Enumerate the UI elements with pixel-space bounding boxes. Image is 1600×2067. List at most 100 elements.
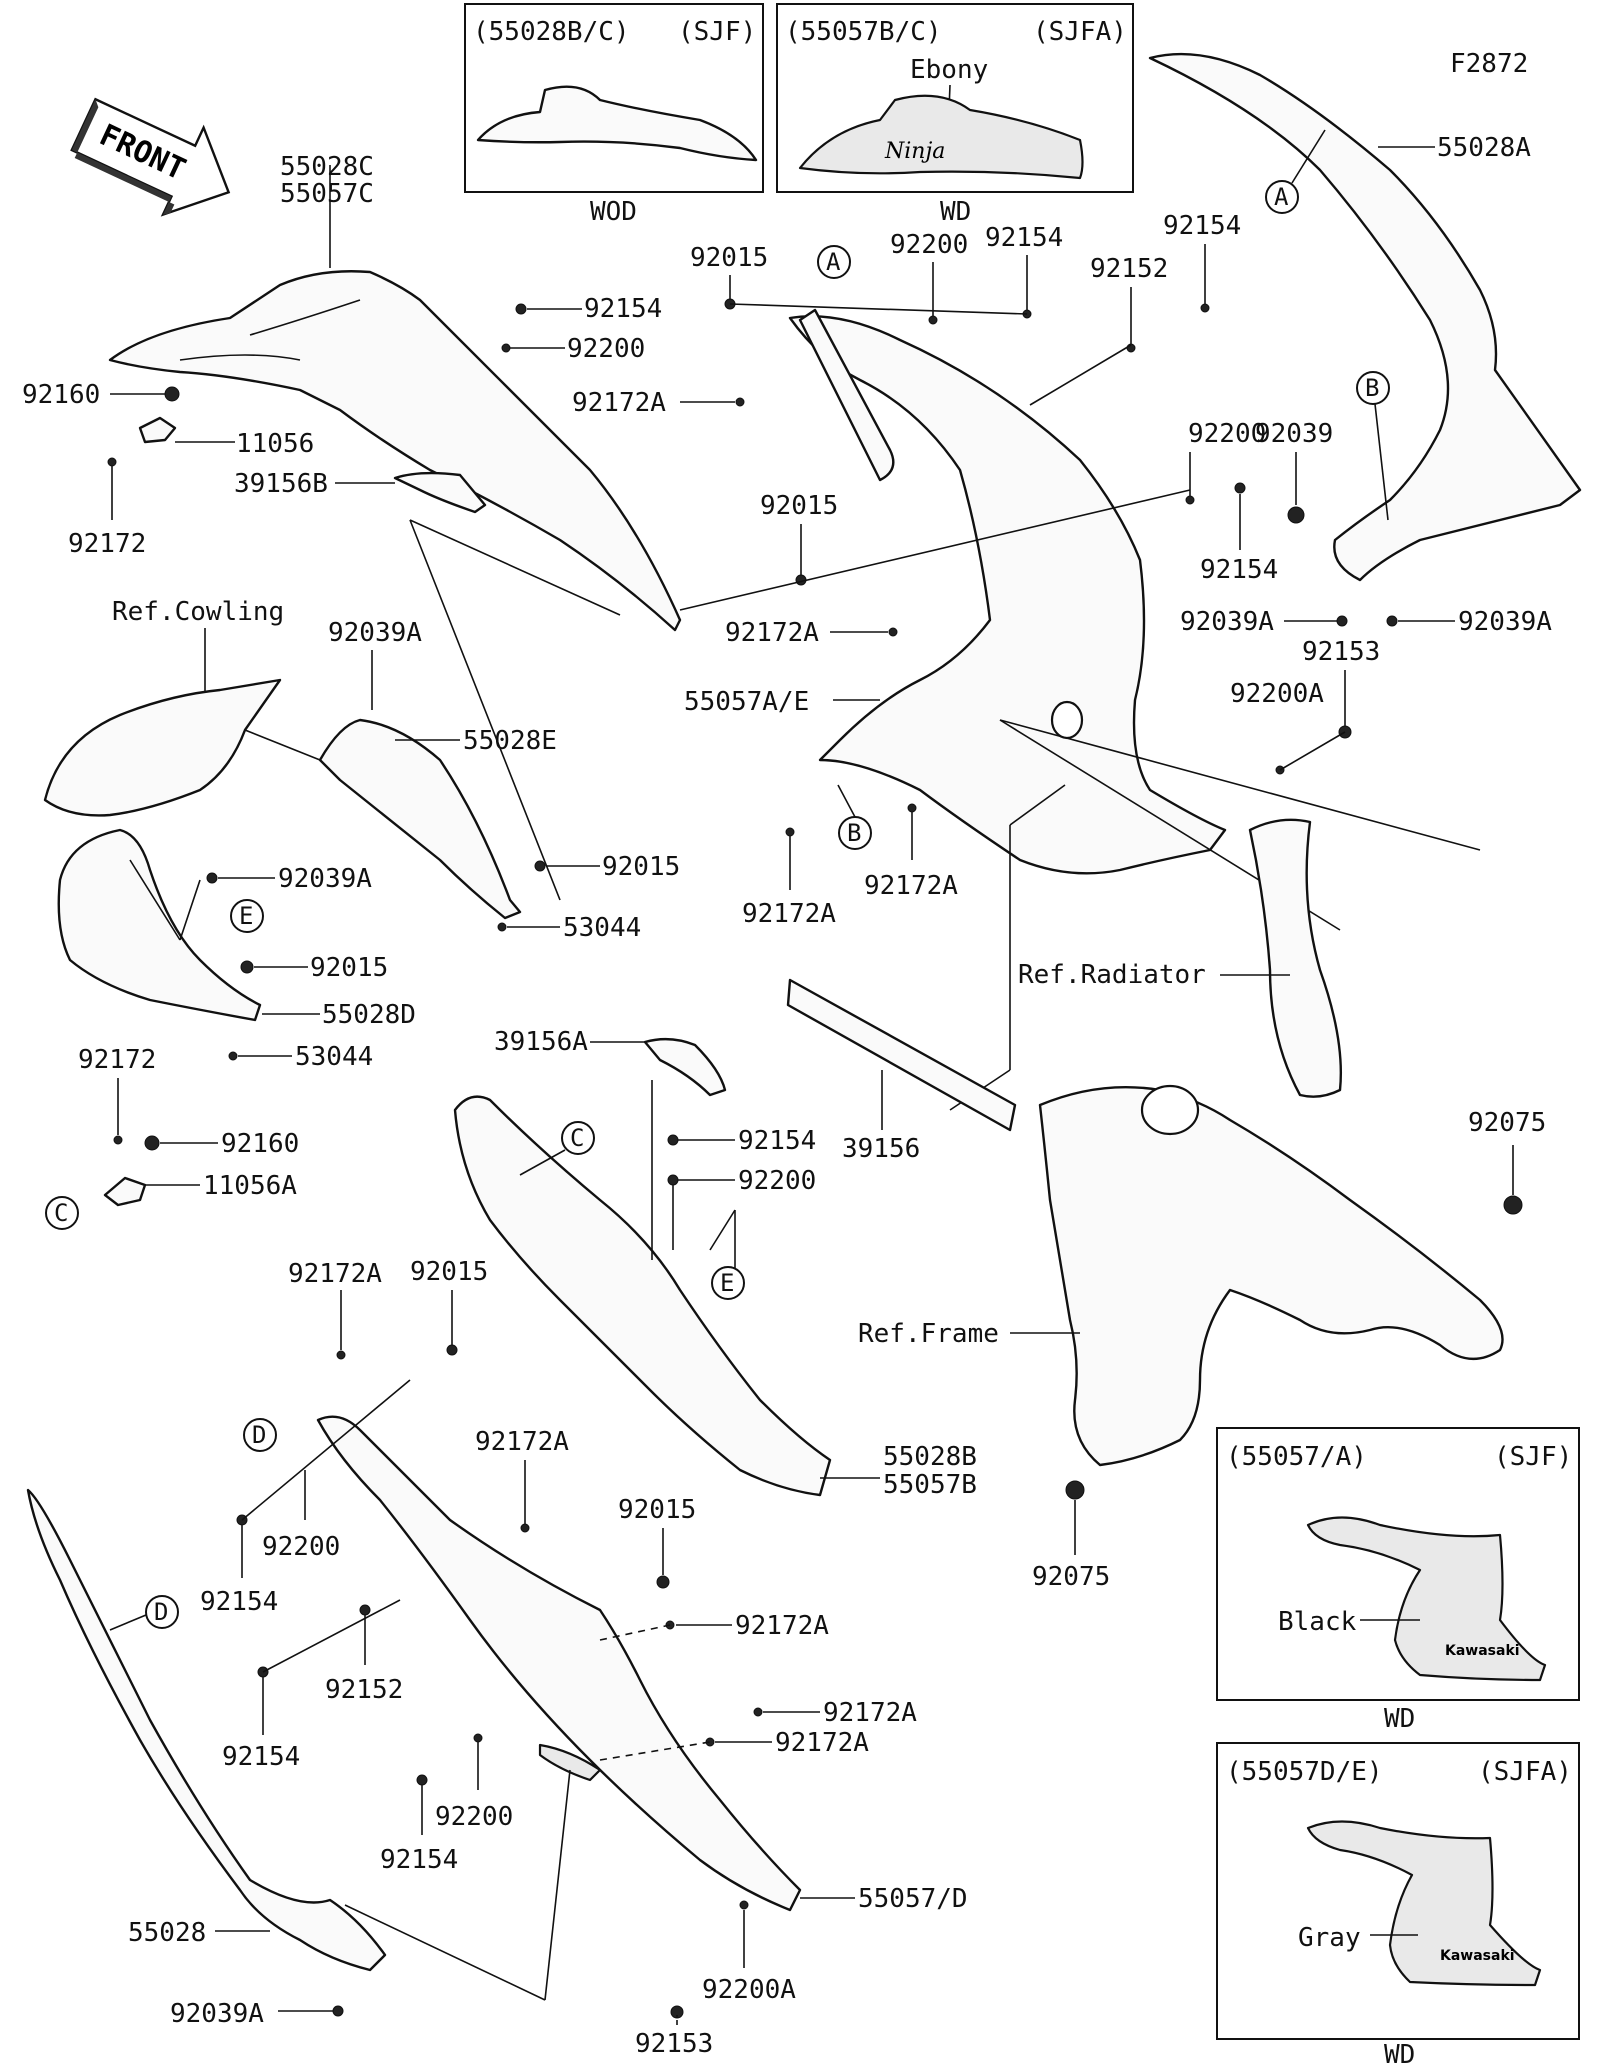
callout-p92039a-1: 92039A (1180, 607, 1274, 637)
callout-p53044-2: 53044 (295, 1042, 373, 1072)
callout-p92200a-2: 92200A (702, 1975, 796, 2005)
callout-p92153-1: 92153 (1302, 637, 1380, 667)
callout-p92172a-3: 92172A (742, 899, 836, 929)
callout-code: (55057B/C) (785, 17, 942, 47)
callout-p92015-6: 92015 (618, 1495, 696, 1525)
callout-logo: Ninja (884, 139, 945, 164)
callout-p55028e: 55028E (463, 726, 557, 756)
inset-wd-ebony: (55057B/C) (SJFA) Ebony Ninja WD (776, 3, 1134, 227)
callout-p92153-2: 92153 (635, 2029, 713, 2059)
callout-p92200-4: 92200 (738, 1166, 816, 1196)
frame-ref (1038, 1085, 1504, 1467)
callout-variant: (SJFA) (1033, 17, 1127, 47)
callout-frame: Ref.Frame (858, 1319, 999, 1349)
marker-a-1 (817, 245, 851, 279)
callout-p92172a-6: 92172A (735, 1611, 829, 1641)
callout-p55057d: 55057/D (858, 1884, 968, 1914)
diagram-code: F2872 (1450, 49, 1528, 79)
marker-e-2 (711, 1266, 745, 1300)
mount-bracket (798, 308, 895, 482)
callout-p92200-5: 92200 (262, 1532, 340, 1562)
callout-p11056: 11056 (236, 429, 314, 459)
callout-p92172a-9: 92172A (775, 1728, 869, 1758)
callout-p92039a-3: 92039A (328, 618, 422, 648)
marker-c-1 (45, 1196, 79, 1230)
callout-p92172-1: 92172 (68, 529, 146, 559)
callout-e: E (239, 902, 253, 930)
callout-p92015-2: 92015 (760, 491, 838, 521)
upper-cowl-wd-sketch (798, 94, 1084, 180)
callout-p53044-1: 53044 (563, 913, 641, 943)
callout-radiator: Ref.Radiator (1018, 960, 1206, 990)
callout-variant: (SJF) (678, 17, 756, 47)
callout-e: E (720, 1269, 734, 1297)
callout-p92039a-2: 92039A (1458, 607, 1552, 637)
callout-p55028c: 55028C (280, 152, 374, 182)
callout-caption: WD (1384, 2040, 1415, 2067)
callout-variant: (SJFA) (1478, 1757, 1572, 1787)
callout-p39156: 39156 (842, 1134, 920, 1164)
callout-p92039: 92039 (1255, 419, 1333, 449)
callout-p55028a: 55028A (1437, 133, 1531, 163)
callout-d: D (252, 1421, 266, 1449)
callout-p92172a-7: 92172A (475, 1427, 569, 1457)
callout-p55028b: 55028B (883, 1442, 977, 1472)
upper-cowl-part (108, 270, 682, 632)
callout-p92172a-1: 92172A (572, 388, 666, 418)
under-strip-55028 (26, 1488, 387, 1972)
callout-logo: Kawasaki (1445, 1643, 1520, 1659)
callout-color: Black (1278, 1607, 1357, 1637)
callout-cowling: Ref.Cowling (112, 597, 284, 627)
lower-fairing-55057D (316, 1415, 802, 1912)
callout-p92154-1: 92154 (584, 294, 662, 324)
callout-p92154-5: 92154 (738, 1126, 816, 1156)
callout-variant: (SJF) (1494, 1442, 1572, 1472)
callout-p55057b: 55057B (883, 1470, 977, 1500)
inset-black: (55057/A) (SJF) Kawasaki Black WD (1216, 1427, 1580, 1734)
callout-a: A (1274, 183, 1289, 211)
callout-p92172-2: 92172 (78, 1045, 156, 1075)
callout-code: (55057/A) (1226, 1442, 1367, 1472)
callout-p55028d: 55028D (322, 1000, 416, 1030)
inset-wod: (55028B/C) (SJF) WOD (464, 3, 764, 227)
callout-b: B (847, 819, 861, 847)
callout-code: (55057D/E) (1226, 1757, 1383, 1787)
inner-cowling-ref (43, 678, 282, 817)
seal-39156B (393, 471, 487, 514)
callout-p92015-5: 92015 (410, 1257, 488, 1287)
marker-d-1 (243, 1418, 277, 1452)
callout-p55057ae: 55057A/E (684, 687, 809, 717)
callout-p92154-3: 92154 (1163, 211, 1241, 241)
seal-39156A (643, 1037, 727, 1097)
callout-p92160-1: 92160 (22, 380, 100, 410)
callout-p39156a: 39156A (494, 1027, 588, 1057)
callout-caption: WOD (590, 197, 637, 227)
side-panel-55028A (1148, 52, 1582, 582)
callout-p92075-2: 92075 (1032, 1562, 1110, 1592)
callout-p92154-4: 92154 (1200, 555, 1278, 585)
callout-p92039a-4: 92039A (278, 864, 372, 894)
callout-color: Ebony (910, 55, 988, 85)
callout-p55028: 55028 (128, 1918, 206, 1948)
callout-p92172a-5: 92172A (288, 1259, 382, 1289)
callout-p92172a-8: 92172A (823, 1698, 917, 1728)
side-cowl-black-sketch (1306, 1516, 1547, 1682)
inner-panel-55028D (57, 828, 262, 1022)
callout-p92152-2: 92152 (325, 1675, 403, 1705)
front-arrow-icon: FRONT (70, 97, 231, 217)
callout-p92075-1: 92075 (1468, 1108, 1546, 1138)
callout-p39156b: 39156B (234, 469, 328, 499)
bracket-11056A (103, 1176, 147, 1207)
callout-p92154-7: 92154 (222, 1742, 300, 1772)
callout-p92015-4: 92015 (310, 953, 388, 983)
callout-p92039a-5: 92039A (170, 1999, 264, 2029)
side-cowl-gray-sketch (1306, 1820, 1542, 1987)
radiator-guard-ref (1248, 818, 1343, 1098)
callout-p92200a-1: 92200A (1230, 679, 1324, 709)
callout-b: B (1365, 374, 1379, 402)
callout-p92200-6: 92200 (435, 1802, 513, 1832)
callout-c: C (54, 1199, 68, 1227)
marker-d-2 (145, 1595, 179, 1629)
callout-p55057c: 55057C (280, 179, 374, 209)
inner-panel-55028E (318, 718, 522, 920)
